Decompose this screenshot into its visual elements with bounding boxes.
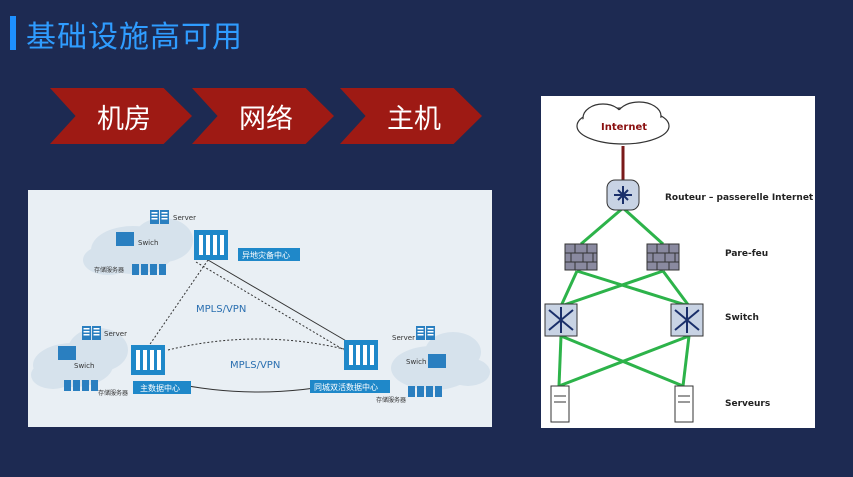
- storage-label: 存储服务器: [94, 266, 124, 274]
- switch-label: Swich: [138, 239, 158, 247]
- storage-label: 存储服务器: [376, 396, 406, 404]
- datacenter-diagram-panel: MPLS/VPN MPLS/VPN 异地灾备中心 主数据中心 同城双活数据中心 …: [28, 190, 492, 427]
- server-icon: [674, 385, 694, 423]
- link-label-2: MPLS/VPN: [230, 360, 280, 371]
- switch-label: Swich: [74, 362, 94, 370]
- main-dc-label: 主数据中心: [140, 383, 180, 393]
- switch-icon: [544, 303, 578, 337]
- step-label: 主机: [387, 103, 441, 135]
- active-dc-label: 同城双活数据中心: [314, 382, 378, 392]
- cloud-top: [83, 218, 193, 275]
- step-chevron-2: 网络: [192, 88, 334, 144]
- switch-label: Swich: [406, 358, 426, 366]
- internet-label: Internet: [601, 122, 647, 133]
- green-links: [557, 206, 691, 388]
- step-chevron-1: 机房: [50, 88, 192, 144]
- network-topology-panel: Internet Routeur – passerelle Internet P…: [541, 96, 815, 428]
- title-accent-bar: [10, 16, 16, 50]
- server-icon: [550, 385, 570, 423]
- servers-label: Serveurs: [725, 399, 770, 409]
- switch-label: Switch: [725, 313, 759, 323]
- server-icon: [416, 326, 425, 340]
- link-main-active-upper: [167, 338, 349, 351]
- server-icon: [160, 210, 169, 224]
- internet-cloud-icon: [576, 101, 670, 145]
- router-icon: [606, 179, 640, 211]
- switch-icon: [428, 354, 446, 368]
- step-chevron-3: 主机: [340, 88, 482, 144]
- link-remote-active: [207, 259, 349, 343]
- switch-icon: [116, 232, 134, 246]
- server-icon: [92, 326, 101, 340]
- main-datacenter-icon: [131, 345, 165, 375]
- remote-dc-label-bg: [238, 248, 300, 261]
- main-dc-label-bg: [133, 381, 191, 394]
- link-remote-active-dotted: [195, 261, 345, 351]
- active-dc-label-bg: [310, 380, 390, 393]
- storage-label: 存储服务器: [98, 389, 128, 397]
- server-icon: [426, 326, 435, 340]
- firewall-icon: [564, 243, 598, 271]
- server-icon: [82, 326, 91, 340]
- link-label-1: MPLS/VPN: [196, 304, 246, 315]
- datacenter-diagram: MPLS/VPN MPLS/VPN 异地灾备中心 主数据中心 同城双活数据中心 …: [31, 210, 490, 404]
- firewall-icon: [646, 243, 680, 271]
- router-label: Routeur – passerelle Internet: [665, 193, 814, 203]
- firewall-label: Pare-feu: [725, 249, 768, 259]
- active-datacenter-icon: [344, 340, 378, 370]
- network-topology-diagram: Internet Routeur – passerelle Internet P…: [544, 101, 814, 423]
- switch-icon: [58, 346, 76, 360]
- step-label: 网络: [239, 103, 293, 135]
- switch-icon: [670, 303, 704, 337]
- server-label: Server: [173, 214, 196, 222]
- remote-dc-label: 异地灾备中心: [242, 250, 290, 260]
- page-title: 基础设施高可用: [26, 20, 243, 55]
- server-label: Server: [104, 330, 127, 338]
- step-label: 机房: [97, 103, 151, 135]
- remote-datacenter-icon: [194, 230, 228, 260]
- server-icon: [150, 210, 159, 224]
- server-label: Server: [392, 334, 415, 342]
